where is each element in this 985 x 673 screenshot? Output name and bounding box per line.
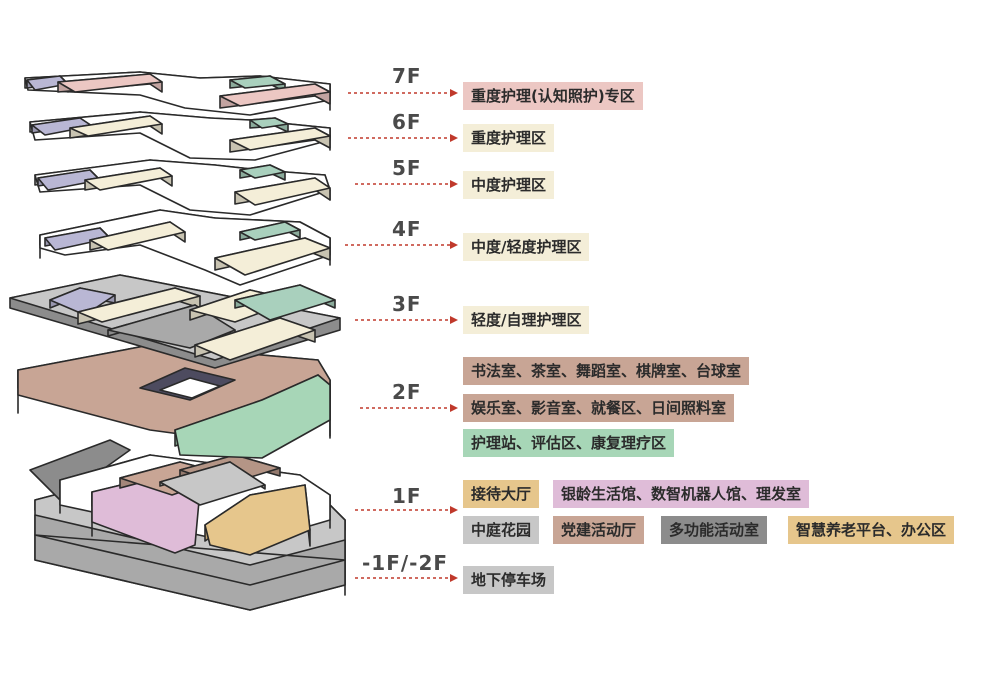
tag-2f-entertainment: 娱乐室、影音室、就餐区、日间照料室 [463, 394, 735, 422]
tag-5f-moderate-care: 中度护理区 [463, 171, 555, 199]
tag-2f-hobby-rooms: 书法室、茶室、舞蹈室、棋牌室、台球室 [463, 357, 750, 385]
f7-pink-left-top [57, 73, 163, 93]
tag-1f-atrium-garden: 中庭花园 [463, 516, 540, 544]
f6-cream-left-top [69, 115, 163, 137]
f6-teal-room-top [249, 117, 289, 129]
f7-teal-room-top [229, 75, 286, 89]
f2-atrium-light [159, 377, 221, 399]
floor-label-5f: 5F [392, 156, 422, 180]
leader-3f-arrowhead [450, 316, 458, 324]
f5-teal-room-top [239, 164, 286, 179]
tag-1f-smart-platform-office: 智慧养老平台、办公区 [788, 516, 955, 544]
f1-dark-volume [29, 439, 131, 501]
leader-5f-arrowhead [450, 180, 458, 188]
f4-cream-left-top [89, 221, 186, 251]
f3-cream-wing-right-top [194, 317, 316, 361]
tag-1f-party-hall: 党建活动厅 [553, 516, 645, 544]
f1-atrium-top [159, 461, 266, 506]
tag-basement-parking: 地下停车场 [463, 566, 555, 594]
leader-4f-arrowhead [450, 241, 458, 249]
floor-label-basement: -1F/-2F [362, 551, 449, 575]
f6-cream-right-top [229, 127, 331, 151]
floor-label-4f: 4F [392, 217, 422, 241]
tag-6f-severe-care: 重度护理区 [463, 124, 555, 152]
tag-1f-multipurpose-room: 多功能活动室 [661, 516, 768, 544]
leader-basement-arrowhead [450, 574, 458, 582]
f3-cream-wing-left-top [77, 287, 201, 323]
floor-label-3f: 3F [392, 292, 422, 316]
tag-4f-moderate-light-care: 中度/轻度护理区 [463, 233, 590, 261]
f5-cream-left-top [84, 167, 173, 191]
leader-2f-arrowhead [450, 404, 458, 412]
f1-tan-block-top [204, 484, 311, 556]
f4-teal-room-top [239, 221, 301, 241]
leader-7f-arrowhead [450, 89, 458, 97]
tag-3f-light-selfcare: 轻度/自理护理区 [463, 306, 590, 334]
f3-purple-room-top [49, 287, 116, 316]
tag-1f-senior-life-hall: 银龄生活馆、数智机器人馆、理发室 [553, 480, 810, 508]
f5-cream-right-top [234, 177, 331, 206]
f3-teal-room-top [234, 284, 336, 321]
tag-1f-reception-hall: 接待大厅 [463, 480, 540, 508]
f2-green-plate-top [174, 374, 331, 459]
floor-label-1f: 1F [392, 484, 422, 508]
floor-label-7f: 7F [392, 64, 422, 88]
leader-1f-arrowhead [450, 506, 458, 514]
leader-6f-arrowhead [450, 134, 458, 142]
basement-front [34, 514, 346, 611]
tag-2f-nursing-station: 护理站、评估区、康复理疗区 [463, 429, 675, 457]
floor-label-2f: 2F [392, 380, 422, 404]
f4-cream-right-top [214, 237, 331, 276]
f7-pink-right-top [219, 83, 331, 107]
tag-7f-dementia-care: 重度护理(认知照护)专区 [463, 82, 643, 110]
floor-label-6f: 6F [392, 110, 422, 134]
